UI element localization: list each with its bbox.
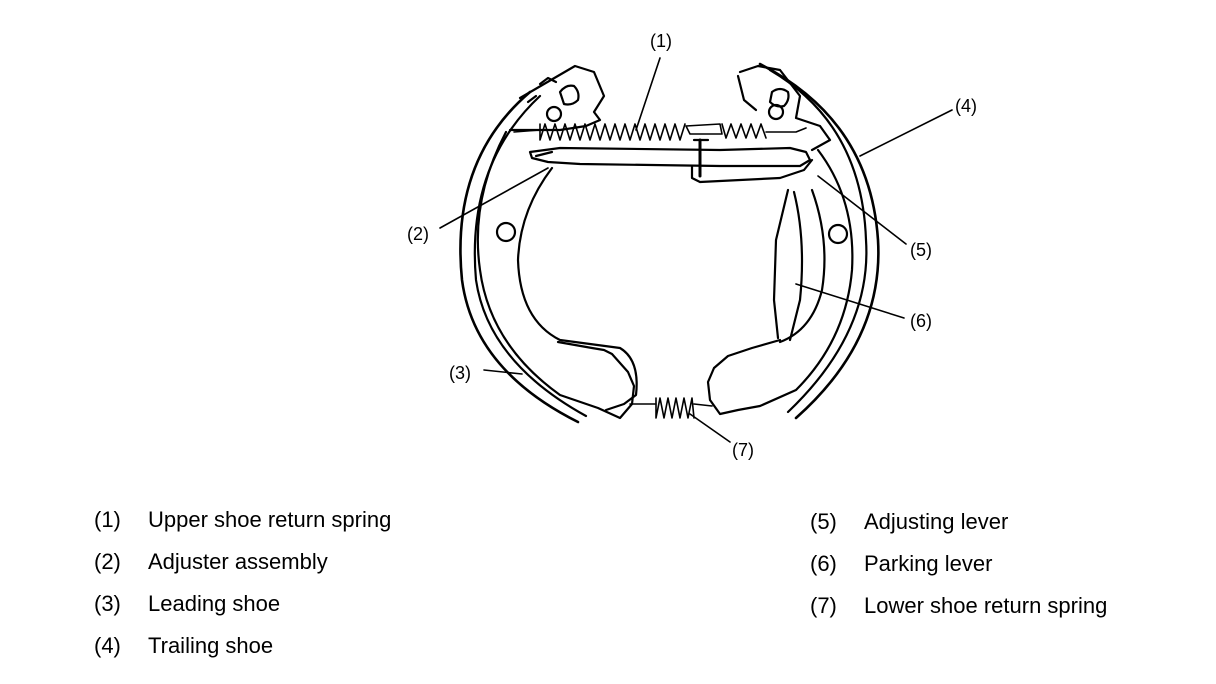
adjuster-assembly xyxy=(528,146,812,168)
legend-number: (6) xyxy=(810,551,837,576)
legend-number: (3) xyxy=(94,591,121,616)
leader-line-2 xyxy=(439,167,549,229)
legend-label: Parking lever xyxy=(864,551,993,576)
leader-line-7 xyxy=(689,413,731,443)
callout-3: (3) xyxy=(449,363,471,383)
leader-line-1 xyxy=(635,57,661,131)
callout-6: (6) xyxy=(910,311,932,331)
leader-line-5 xyxy=(817,175,907,245)
legend-number: (4) xyxy=(94,633,121,658)
callout-4: (4) xyxy=(955,96,977,116)
legend-number: (7) xyxy=(810,593,837,618)
shoe-hole xyxy=(767,103,785,121)
leader-line-3 xyxy=(483,369,523,375)
callout-1: (1) xyxy=(650,31,672,51)
leading-shoe xyxy=(459,64,638,424)
leader-line-6 xyxy=(795,283,905,319)
legend-label: Adjusting lever xyxy=(864,509,1009,534)
legend-label: Leading shoe xyxy=(148,591,281,616)
callout-2: (2) xyxy=(407,224,429,244)
shoe-hole xyxy=(495,221,517,243)
legend-number: (2) xyxy=(94,549,121,574)
lower-shoe-return-spring xyxy=(629,397,713,419)
legend-label: Upper shoe return spring xyxy=(148,507,392,532)
legend-number: (1) xyxy=(94,507,121,532)
adjusting-lever xyxy=(690,138,814,184)
shoe-hole xyxy=(827,223,849,245)
legend-label: Trailing shoe xyxy=(148,633,274,658)
trailing-shoe xyxy=(706,62,880,420)
leader-line-4 xyxy=(859,109,953,157)
upper-shoe-return-spring xyxy=(513,123,807,141)
shoe-hole xyxy=(545,105,563,123)
legend-number: (5) xyxy=(810,509,837,534)
brake-shoe-diagram: (1) (2) (3) (4) (5) (6) (7) xyxy=(407,31,977,460)
legend-label: Lower shoe return spring xyxy=(864,593,1108,618)
legend-label: Adjuster assembly xyxy=(148,549,328,574)
callout-7: (7) xyxy=(732,440,754,460)
callout-5: (5) xyxy=(910,240,932,260)
parking-lever xyxy=(772,188,804,342)
